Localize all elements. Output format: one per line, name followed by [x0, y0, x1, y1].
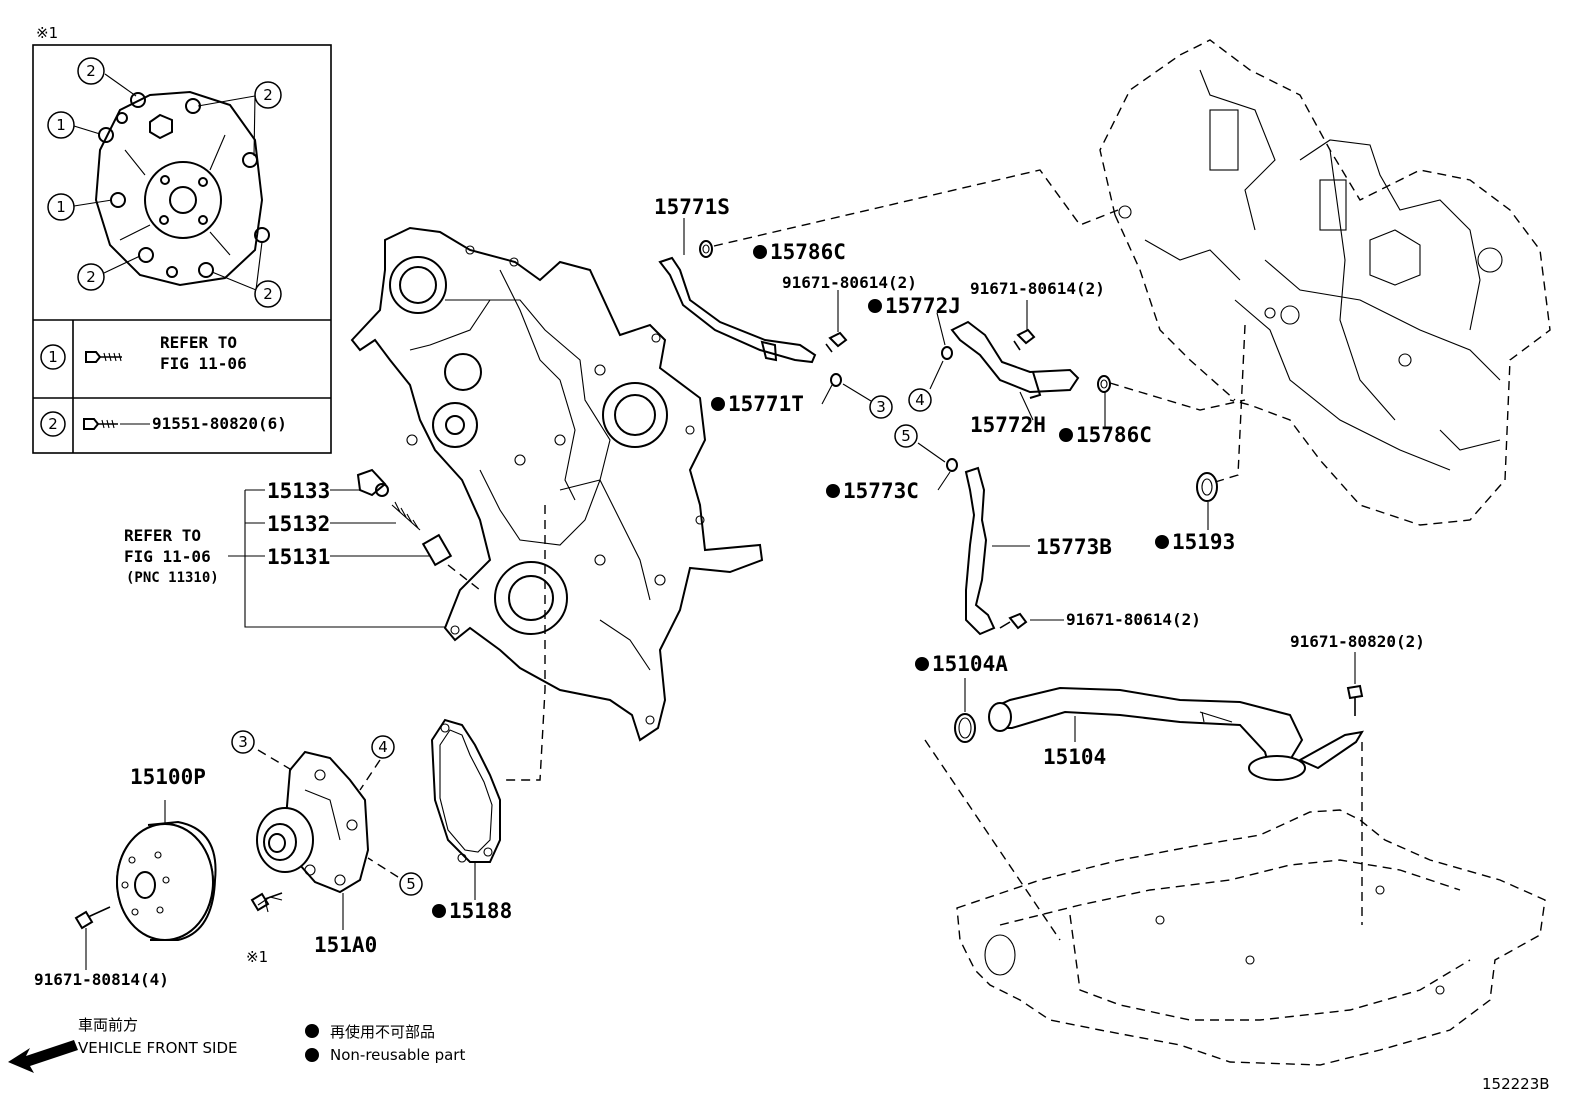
inset-callout-2b: 2 — [86, 268, 96, 286]
inset-row1-num: 1 — [48, 348, 58, 366]
bolt-icon — [825, 331, 848, 353]
oil-pan — [956, 809, 1546, 1066]
callout-4b: 4 — [378, 738, 388, 756]
label-15132: 15132 — [267, 512, 330, 536]
oil-pressure-valve-parts — [356, 468, 481, 591]
callout-5: 5 — [901, 427, 911, 445]
o-rings — [699, 240, 1218, 743]
label-15773C: 15773C — [843, 479, 919, 503]
callout-3b: 3 — [238, 733, 248, 751]
inset-panel: ※1 — [32, 24, 332, 454]
label-151A0: 151A0 — [314, 933, 377, 957]
label-15104A: 15104A — [932, 652, 1008, 676]
refer-line1: REFER TO — [124, 526, 201, 545]
assembly-dash-lines — [713, 169, 1363, 941]
marker-1: ※1 — [246, 948, 268, 966]
label-15131: 15131 — [267, 545, 330, 569]
bolt-icon — [250, 892, 283, 912]
label-15773B: 15773B — [1036, 535, 1112, 559]
water-pump-151A0 — [250, 750, 370, 930]
inset-callout-1a: 1 — [56, 116, 66, 134]
inset-pump-drawing — [94, 90, 270, 287]
label-15771S: 15771S — [654, 195, 730, 219]
bolt-icon — [999, 612, 1028, 630]
bolt-icon — [1346, 684, 1364, 716]
inset-callouts: 2 1 1 2 2 2 — [47, 57, 282, 308]
label-15772H: 15772H — [970, 413, 1046, 437]
inset-row2-text: 91551-80820(6) — [152, 414, 287, 433]
leader-lines — [164, 218, 1356, 900]
inset-callout-2a: 2 — [86, 62, 96, 80]
bolt-icon — [85, 351, 122, 363]
label-15188: 15188 — [449, 899, 512, 923]
inset-marker: ※1 — [36, 24, 58, 42]
label-15133: 15133 — [267, 479, 330, 503]
part-labels: 15771S 15786C 91671-80614(2) 15772J 9167… — [34, 195, 1425, 989]
inset-callout-1b: 1 — [56, 198, 66, 216]
figure-id: 152223B — [1482, 1075, 1550, 1093]
label-15104: 15104 — [1043, 745, 1106, 769]
callout-4: 4 — [915, 391, 925, 409]
label-15772J: 15772J — [885, 294, 961, 318]
label-15786C-top: 15786C — [770, 240, 846, 264]
bolt-icon — [1013, 328, 1036, 351]
callout-5b: 5 — [406, 875, 416, 893]
legend: 車両前方 VEHICLE FRONT SIDE 再使用不可部品 Non-reus… — [8, 1016, 1550, 1093]
label-15100P: 15100P — [130, 765, 206, 789]
label-15193: 15193 — [1172, 530, 1235, 554]
timing-chain-cover — [350, 226, 764, 781]
label-15771T: 15771T — [728, 392, 804, 416]
label-91671-80614-b: 91671-80614(2) — [970, 279, 1105, 298]
legend-front-en: VEHICLE FRONT SIDE — [78, 1039, 238, 1057]
refer-line2: FIG 11-06 — [124, 547, 211, 566]
refer-line3: (PNC 11310) — [126, 570, 219, 586]
small-bolts — [825, 328, 1364, 716]
inset-callout-2c: 2 — [263, 86, 273, 104]
pulley-15100P — [74, 820, 217, 970]
arrow-left-icon — [8, 1040, 78, 1073]
legend-front-jp: 車両前方 — [78, 1016, 138, 1034]
pump-gasket-15188 — [430, 718, 501, 863]
water-bypass-pipes — [658, 256, 1364, 781]
label-91671-80614-a: 91671-80614(2) — [782, 273, 917, 292]
inset-callout-2d: 2 — [263, 285, 273, 303]
inset-row2-num: 2 — [48, 415, 58, 433]
label-15786C-right: 15786C — [1076, 423, 1152, 447]
label-91671-80614-c: 91671-80614(2) — [1066, 610, 1201, 629]
bolt-icon — [83, 418, 118, 430]
inset-row1-text-line1: REFER TO — [160, 333, 237, 352]
label-91671-80814: 91671-80814(4) — [34, 970, 169, 989]
callout-3: 3 — [876, 398, 886, 416]
inset-row1-text-line2: FIG 11-06 — [160, 354, 247, 373]
bolt-icon — [74, 906, 111, 930]
legend-nonreuse-en: Non-reusable part — [330, 1046, 465, 1064]
engine-block-outline — [1099, 39, 1551, 526]
label-91671-80820: 91671-80820(2) — [1290, 632, 1425, 651]
legend-nonreuse-jp: 再使用不可部品 — [330, 1023, 435, 1041]
